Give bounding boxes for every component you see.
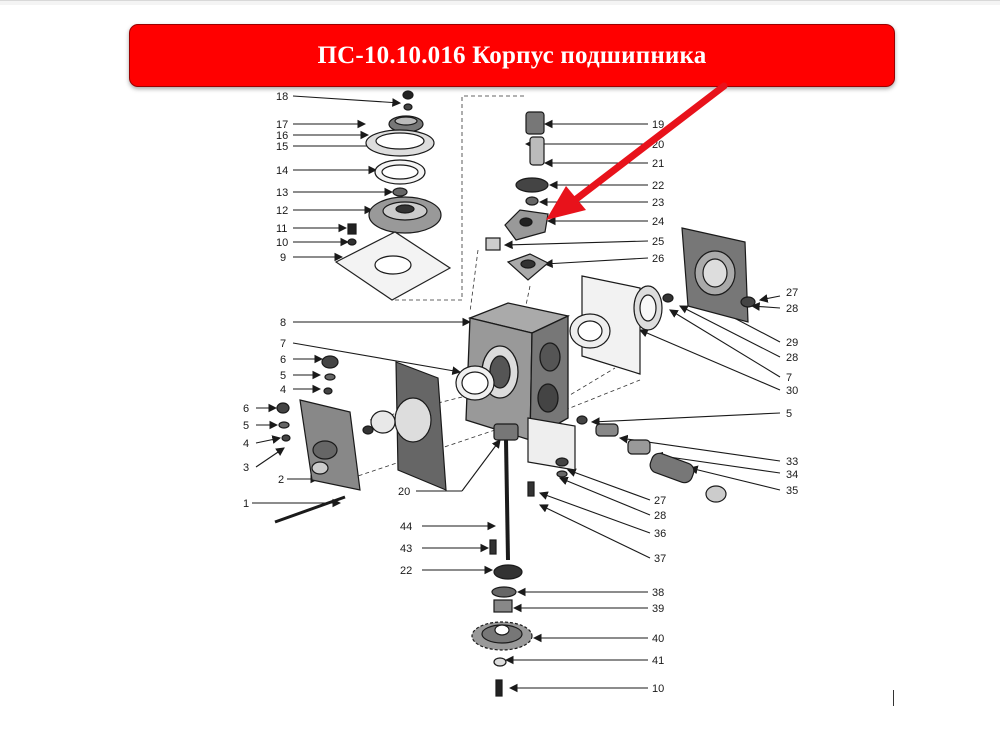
label-28: 28	[654, 510, 666, 522]
title-banner: ПС-10.10.016 Корпус подшипника	[129, 24, 895, 87]
label-25: 25	[652, 236, 664, 248]
label-13: 13	[276, 187, 288, 199]
window-top-border	[0, 0, 1000, 5]
label-33: 33	[786, 456, 798, 468]
label-9: 9	[280, 252, 286, 264]
label-35: 35	[786, 485, 798, 497]
label-2: 2	[278, 474, 284, 486]
pointer-arrow-icon	[546, 82, 728, 220]
label-27: 27	[654, 495, 666, 507]
label-39: 39	[652, 603, 664, 615]
label-6: 6	[280, 354, 286, 366]
label-10: 10	[276, 237, 288, 249]
text-cursor	[893, 690, 894, 706]
label-11: 11	[276, 223, 287, 235]
label-5: 5	[243, 420, 249, 432]
label-23: 23	[652, 197, 664, 209]
label-36: 36	[654, 528, 666, 540]
label-41: 41	[652, 655, 664, 667]
label-34: 34	[786, 469, 798, 481]
label-7: 7	[280, 338, 286, 350]
label-28: 28	[786, 352, 798, 364]
label-4: 4	[243, 438, 249, 450]
label-40: 40	[652, 633, 664, 645]
label-29: 29	[786, 337, 798, 349]
label-16: 16	[276, 130, 288, 142]
label-37: 37	[654, 553, 666, 565]
label-28: 28	[786, 303, 798, 315]
label-1: 1	[243, 498, 249, 510]
label-15: 15	[276, 141, 288, 153]
label-10: 10	[652, 683, 664, 695]
label-43: 43	[400, 543, 412, 555]
label-18: 18	[276, 91, 288, 103]
label-38: 38	[652, 587, 664, 599]
label-6: 6	[243, 403, 249, 415]
label-22: 22	[652, 180, 664, 192]
label-19: 19	[652, 119, 664, 131]
label-3: 3	[243, 462, 249, 474]
label-20: 20	[398, 486, 410, 498]
label-24: 24	[652, 216, 664, 228]
diagram-title: ПС-10.10.016 Корпус подшипника	[317, 41, 707, 69]
label-21: 21	[652, 158, 664, 170]
label-27: 27	[786, 287, 798, 299]
label-14: 14	[276, 165, 288, 177]
label-5: 5	[280, 370, 286, 382]
label-8: 8	[280, 317, 286, 329]
label-5: 5	[786, 408, 792, 420]
label-7: 7	[786, 372, 792, 384]
label-26: 26	[652, 253, 664, 265]
label-4: 4	[280, 384, 286, 396]
label-30: 30	[786, 385, 798, 397]
label-22: 22	[400, 565, 412, 577]
label-44: 44	[400, 521, 412, 533]
label-12: 12	[276, 205, 288, 217]
label-17: 17	[276, 119, 288, 131]
